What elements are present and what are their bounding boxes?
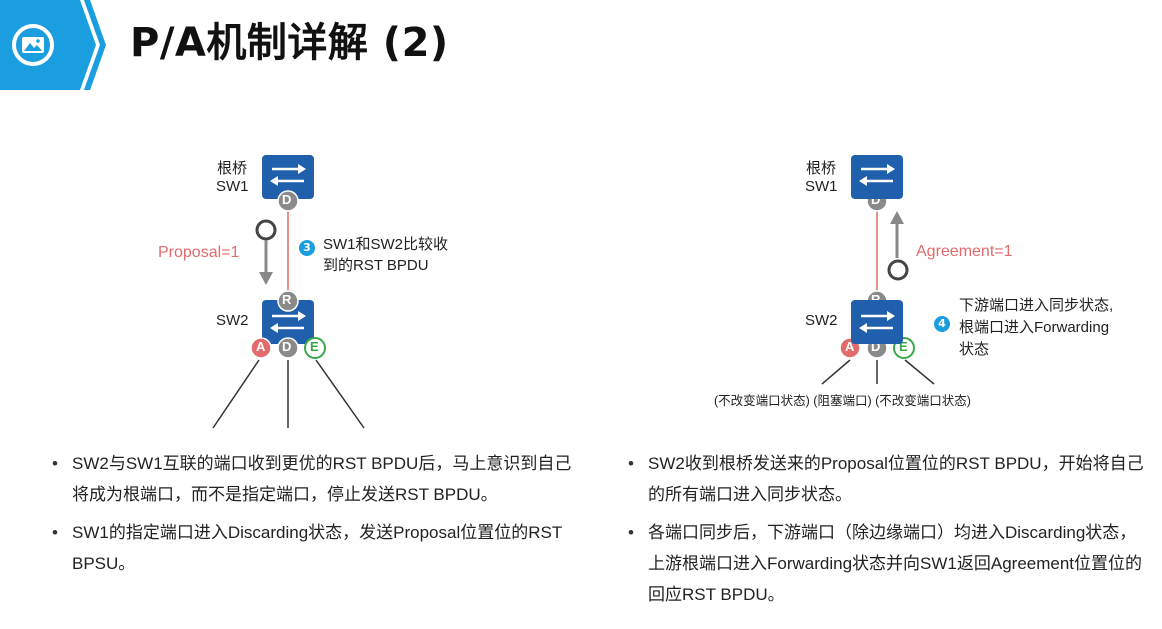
right-step-text-1: 下游端口进入同步状态, [959, 297, 1114, 314]
left-sw1-label: SW1 [216, 178, 249, 195]
right-sw2-switch-icon [851, 300, 903, 344]
left-sw2-port-r-label: R [282, 292, 292, 307]
right-bullet-list: SW2收到根桥发送来的Proposal位置位的RST BPDU，开始将自己的所有… [628, 448, 1152, 617]
left-bullet-list: SW2与SW1互联的端口收到更优的RST BPDU后，马上意识到自己将成为根端口… [52, 448, 582, 586]
right-step-text-3: 状态 [959, 341, 990, 358]
left-bullet-2: SW1的指定端口进入Discarding状态，发送Proposal位置位的RST… [52, 517, 582, 579]
right-arrow-up [890, 211, 904, 224]
right-bullet-2: 各端口同步后，下游端口（除边缘端口）均进入Discarding状态，上游根端口进… [628, 517, 1152, 610]
left-bpdu-marker [255, 219, 277, 241]
header-badge [0, 0, 96, 90]
right-step-text-2: 根端口进入Forwarding [959, 319, 1110, 336]
page-title: P/A机制详解 (2) [130, 20, 449, 66]
right-sw2-port-a-label: A [845, 339, 855, 354]
right-bullet-1: SW2收到根桥发送来的Proposal位置位的RST BPDU，开始将自己的所有… [628, 448, 1152, 510]
right-port-states: (不改变端口状态) (阻塞端口) (不改变端口状态) [714, 394, 971, 408]
image-icon [12, 24, 54, 66]
right-sw1-port-d-label: D [871, 192, 881, 207]
left-down-link-e [315, 359, 365, 429]
left-sw2-port-d-label: D [282, 339, 292, 354]
left-bullet-1: SW2与SW1互联的端口收到更优的RST BPDU后，马上意识到自己将成为根端口… [52, 448, 582, 510]
left-step-badge: 3 [299, 240, 315, 256]
left-arrow-down [259, 272, 273, 285]
left-down-link-a [212, 359, 260, 429]
right-agreement-label: Agreement=1 [916, 243, 1013, 260]
left-step-text-1: SW1和SW2比较收 [323, 236, 449, 253]
left-root-bridge-label: 根桥 [217, 160, 248, 177]
left-sw2-port-a-label: A [256, 339, 266, 354]
right-sw1-switch-icon [851, 155, 903, 199]
left-sw2-label: SW2 [216, 312, 249, 329]
right-step-badge: 4 [934, 316, 950, 332]
header-chevron [84, 0, 106, 90]
left-proposal-label: Proposal=1 [158, 244, 240, 261]
right-down-link-a [821, 359, 851, 385]
right-sw1-label: SW1 [805, 178, 838, 195]
right-root-bridge-label: 根桥 [806, 160, 837, 177]
left-sw2-port-e-label: E [310, 339, 319, 354]
left-sw1-port-d-label: D [282, 192, 292, 207]
right-bpdu-marker [887, 259, 909, 281]
right-down-link-e [904, 359, 935, 385]
left-step-text-2: 到的RST BPDU [323, 257, 429, 274]
right-sw2-port-d-label: D [871, 339, 881, 354]
right-sw2-port-r-label: R [871, 292, 880, 307]
right-sw2-label: SW2 [805, 312, 838, 329]
right-sw2-port-e-label: E [899, 339, 908, 354]
